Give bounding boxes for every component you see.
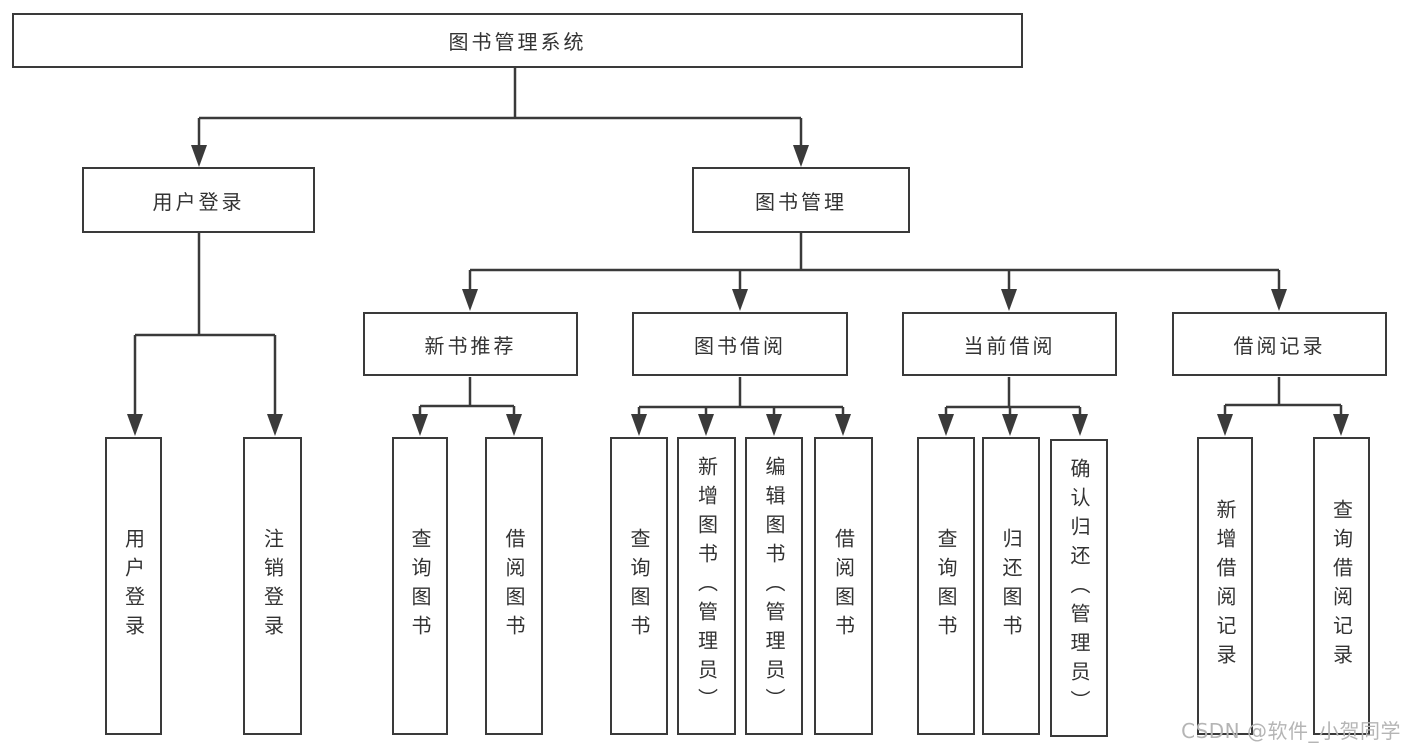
- leaf-user-login: 用户登录: [105, 437, 162, 735]
- leaf-edit-books-admin: 编辑图书（管理员）: [745, 437, 803, 735]
- node-root-system: 图书管理系统: [12, 13, 1023, 68]
- leaf-confirm-return-admin: 确认归还（管理员）: [1050, 439, 1108, 737]
- leaf-add-books-admin: 新增图书（管理员）: [677, 437, 736, 735]
- leaf-borrow-books-recommend: 借阅图书: [485, 437, 543, 735]
- node-user-login: 用户登录: [82, 167, 315, 233]
- leaf-borrow-books-borrowing: 借阅图书: [814, 437, 873, 735]
- node-borrow-records: 借阅记录: [1172, 312, 1387, 376]
- leaf-add-borrow-record: 新增借阅记录: [1197, 437, 1253, 735]
- leaf-return-books: 归还图书: [982, 437, 1040, 735]
- leaf-query-books-borrowing: 查询图书: [610, 437, 668, 735]
- node-book-management: 图书管理: [692, 167, 910, 233]
- leaf-query-books-current: 查询图书: [917, 437, 975, 735]
- leaf-query-borrow-record: 查询借阅记录: [1313, 437, 1370, 735]
- node-book-borrowing: 图书借阅: [632, 312, 848, 376]
- leaf-logout: 注销登录: [243, 437, 302, 735]
- watermark: CSDN @软件_小贺同学: [1181, 719, 1401, 743]
- leaf-query-books-recommend: 查询图书: [392, 437, 448, 735]
- node-current-borrowing: 当前借阅: [902, 312, 1117, 376]
- node-new-book-recommend: 新书推荐: [363, 312, 578, 376]
